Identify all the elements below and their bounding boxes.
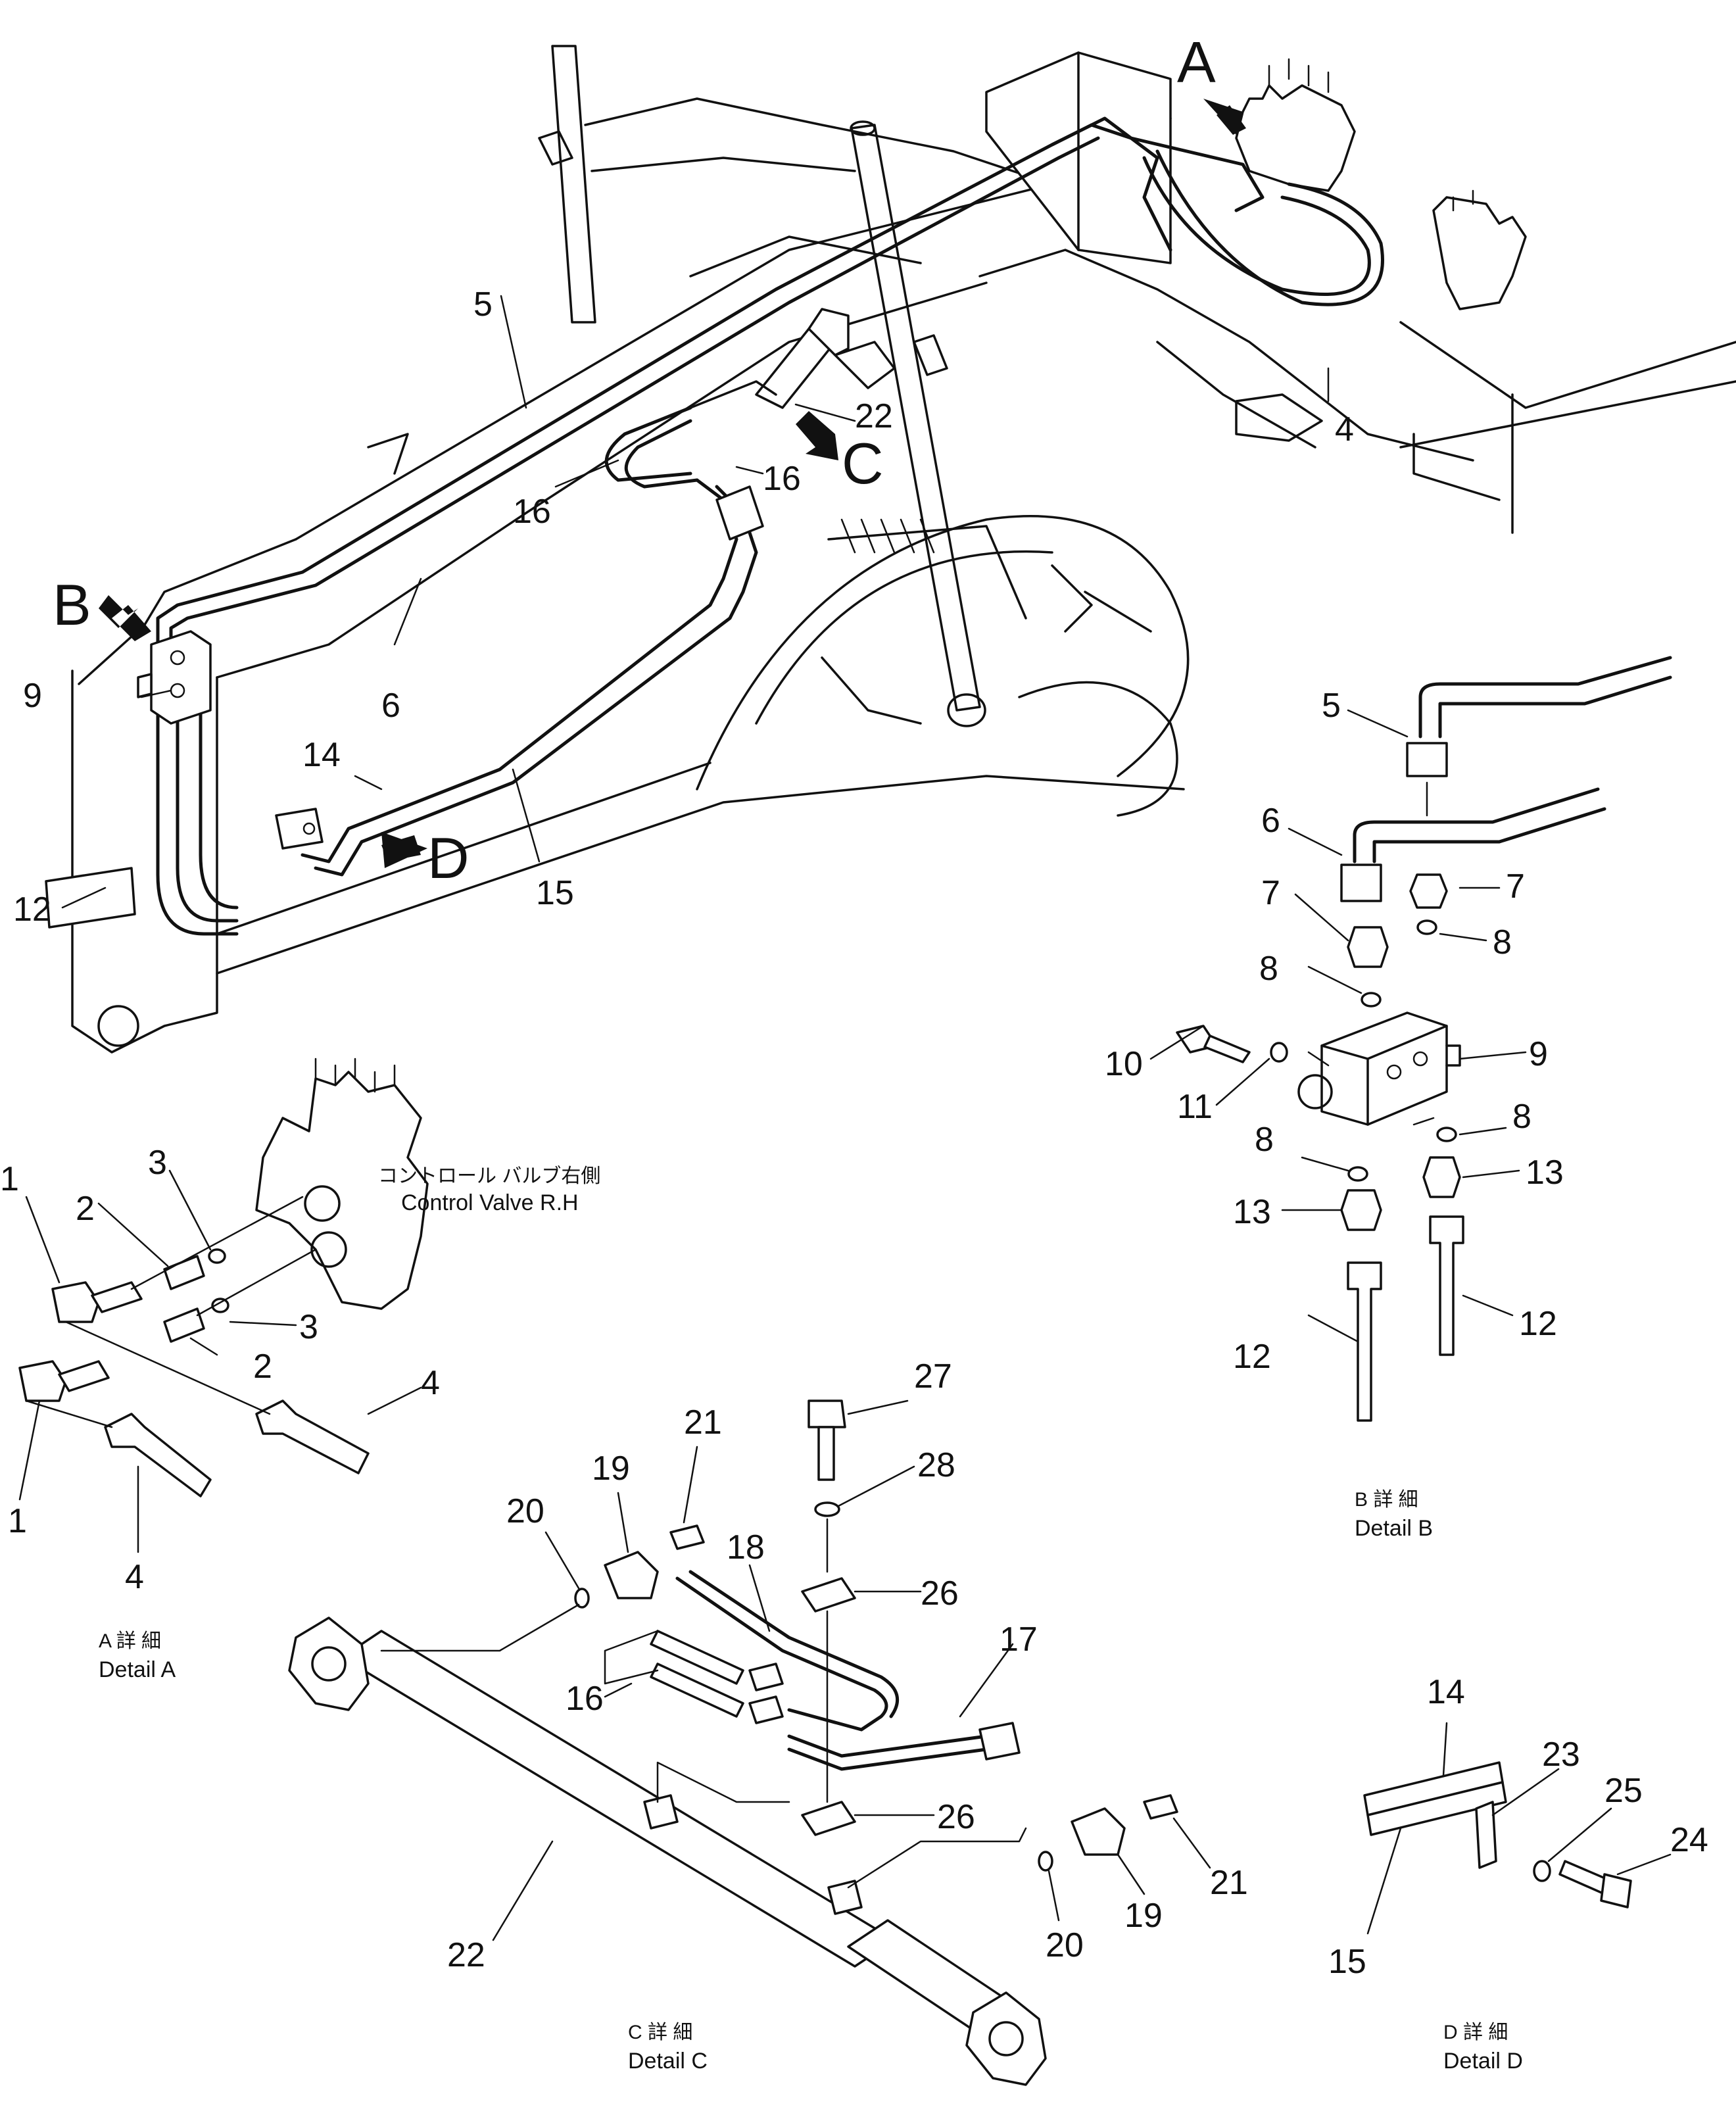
callout-number: 21: [684, 1403, 722, 1442]
callout-number: 24: [1670, 1821, 1708, 1859]
clip-23: [1475, 1801, 1497, 1869]
callout-number: 12: [1519, 1305, 1557, 1343]
callout-number: 8: [1512, 1098, 1531, 1136]
elbow-fitting: [18, 1360, 67, 1402]
detail-c-view: 27 28 21 19 20 18 26 17 16 26 21 19 20 2…: [288, 1357, 1248, 2086]
callout-number: 20: [1046, 1926, 1084, 1964]
callout-number: 12: [13, 890, 51, 929]
callout-number: 27: [914, 1357, 952, 1396]
steering-cylinder: [341, 1630, 896, 1968]
callout-number: 3: [299, 1308, 318, 1346]
view-label-d: D: [427, 825, 470, 890]
callout-number: 8: [1255, 1121, 1274, 1159]
callout-number: 23: [1542, 1736, 1580, 1774]
callout-number: 19: [1124, 1897, 1163, 1935]
left-lift-rod: [551, 45, 596, 324]
callout-number: 3: [148, 1144, 167, 1182]
callout-number: 17: [1000, 1620, 1038, 1659]
callout-number: 7: [1506, 867, 1525, 906]
callout-number: 8: [1493, 923, 1512, 961]
detail-c-caption-jp: C 詳 細: [628, 2022, 692, 2043]
callout-number: 26: [921, 1574, 959, 1613]
callout-number: 14: [1427, 1673, 1465, 1711]
detail-d-view: 14 23 25 24 15 D 詳 細 Detail D: [1328, 1673, 1708, 2074]
callout-number: 2: [76, 1190, 95, 1228]
hose-15: [1366, 1781, 1507, 1836]
hose-4: [255, 1399, 370, 1474]
callout-number: 8: [1259, 950, 1278, 988]
detail-a-caption-jp: A 詳 細: [99, 1630, 161, 1652]
detail-a-caption-en: Detail A: [99, 1657, 176, 1682]
detail-d-caption-en: Detail D: [1443, 2049, 1523, 2074]
callout-number: 15: [536, 874, 574, 912]
detail-b-view: 5 6 7 7 8 8 10 11 9 8 8 13 13 12 12 B 詳 …: [1105, 656, 1672, 1541]
callout-number: 6: [1261, 802, 1280, 840]
valve-note-jp: コントロール バルブ右側: [378, 1165, 600, 1187]
callout-number: 16: [566, 1680, 604, 1718]
callout-number: 7: [1261, 874, 1280, 912]
callout-number: 14: [302, 736, 341, 774]
callout-number: 22: [855, 397, 893, 435]
callout-number: 20: [506, 1492, 544, 1530]
callout-number: 19: [592, 1449, 630, 1488]
callout-number: 5: [1322, 687, 1341, 725]
callout-number: 13: [1233, 1193, 1271, 1231]
callout-number: 13: [1526, 1154, 1564, 1192]
view-label-c: C: [842, 431, 884, 496]
elbow-fitting: [51, 1281, 100, 1323]
callout-number: 1: [8, 1502, 27, 1540]
callout-number: 12: [1233, 1338, 1271, 1376]
hose-4: [104, 1413, 212, 1497]
callout-number: 22: [447, 1936, 485, 1974]
callout-number: 16: [513, 493, 551, 531]
callout-number: 25: [1604, 1772, 1643, 1810]
callout-number: 9: [1529, 1035, 1548, 1073]
callout-number: 4: [1335, 410, 1354, 449]
detail-b-caption-jp: B 詳 細: [1355, 1489, 1418, 1511]
callout-number: 2: [253, 1348, 272, 1386]
callout-number: 11: [1177, 1088, 1213, 1126]
detail-d-caption-jp: D 詳 細: [1443, 2022, 1508, 2043]
callout-number: 28: [917, 1446, 955, 1484]
callout-number: 4: [421, 1364, 440, 1402]
callout-number: 18: [727, 1528, 765, 1567]
main-assembly-view: A B C D 5 22 16 16 4 9 6 14 15 12: [13, 30, 1736, 1054]
detail-a-view: コントロール バルブ右側 Control Valve R.H 1 2 3 3 2…: [0, 1058, 600, 1682]
callout-number: 5: [473, 285, 493, 324]
callout-number: 4: [125, 1558, 144, 1596]
view-label-b: B: [53, 572, 91, 637]
callout-number: 21: [1210, 1864, 1248, 1902]
callout-number: 26: [937, 1798, 975, 1836]
detail-b-caption-en: Detail B: [1355, 1516, 1433, 1541]
callout-number: 16: [763, 460, 801, 498]
view-label-a: A: [1177, 30, 1216, 95]
callout-number: 15: [1328, 1943, 1366, 1981]
valve-note-en: Control Valve R.H: [401, 1190, 579, 1215]
right-lift-rod: [850, 124, 981, 712]
callout-number: 10: [1105, 1045, 1143, 1083]
callout-number: 9: [23, 677, 42, 715]
detail-c-caption-en: Detail C: [628, 2049, 708, 2074]
callout-number: 6: [381, 687, 400, 725]
callout-number: 1: [0, 1160, 19, 1198]
